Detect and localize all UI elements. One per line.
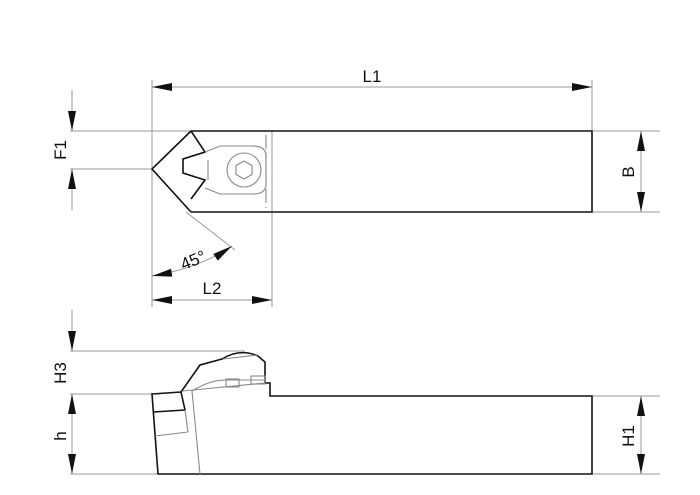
extension-lines-side bbox=[70, 350, 660, 475]
holder-body-top bbox=[150, 130, 593, 213]
extension-lines-top bbox=[70, 80, 660, 307]
label-f1: F1 bbox=[51, 140, 70, 160]
side-view: H3 h H1 bbox=[51, 310, 660, 475]
top-view: L1 L2 45° F1 B bbox=[51, 67, 660, 307]
label-angle: 45° bbox=[178, 247, 209, 274]
label-l1: L1 bbox=[363, 67, 382, 86]
hex-socket-icon bbox=[235, 160, 253, 180]
clamp-detail bbox=[204, 135, 267, 208]
label-l2: L2 bbox=[203, 279, 222, 298]
screw-head bbox=[226, 152, 262, 188]
dimension-angle bbox=[151, 245, 233, 277]
label-h1: H1 bbox=[619, 425, 638, 447]
label-b: B bbox=[619, 166, 638, 177]
label-h: h bbox=[51, 431, 70, 440]
label-h3: H3 bbox=[51, 362, 70, 384]
insert-clamp-side bbox=[154, 354, 266, 475]
holder-body-side bbox=[151, 351, 593, 475]
